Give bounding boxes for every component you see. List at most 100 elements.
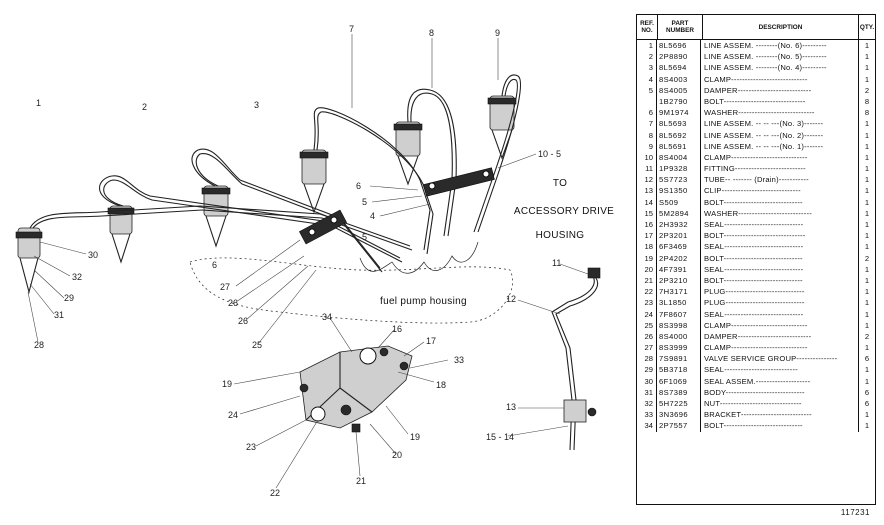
ref-cell: 31	[637, 386, 657, 398]
part-number-cell: 3L1850	[657, 297, 701, 309]
part-number-cell: 2P4202	[657, 252, 701, 264]
part-number-cell: 6F1069	[657, 375, 701, 387]
ref-cell: 14	[637, 196, 657, 208]
part-number-cell: 8S7389	[657, 386, 701, 398]
description-cell: CLIP-----------------------------	[701, 185, 859, 197]
ref-cell: 18	[637, 241, 657, 253]
part-number-cell: 4F7391	[657, 263, 701, 275]
callout-13: 13	[506, 402, 516, 412]
callout-32: 32	[72, 272, 82, 282]
qty-cell: 1	[864, 298, 870, 308]
part-number-cell: 5S7723	[657, 174, 701, 186]
description-cell: LINE ASSEM. --------(No. 4)---------	[701, 62, 859, 74]
leader-lines	[27, 34, 589, 489]
part-number-cell: 2P3210	[657, 274, 701, 287]
ref-cell: 28	[637, 353, 657, 365]
ref-cell: 33	[637, 409, 657, 421]
part-number-cell: 2H3932	[657, 219, 701, 231]
description-cell: DAMPER---------------------------	[701, 330, 859, 343]
ref-cell: 23	[637, 297, 657, 309]
description-cell: TUBE-- ------- (Drain)-----------	[701, 174, 859, 186]
description-cell: LINE ASSEM. --------(No. 6)---------	[701, 40, 859, 52]
qty-cell: 1	[864, 287, 870, 297]
part-number-cell: 2P3201	[657, 230, 701, 242]
ref-cell	[637, 95, 657, 108]
header-qty: QTY.	[859, 23, 875, 31]
part-number-cell: 6F3469	[657, 241, 701, 253]
description-cell: BODY-----------------------------	[701, 386, 859, 398]
part-number-cell: 2P7557	[657, 420, 701, 432]
injector-nozzle-6	[15, 227, 43, 295]
qty-cell: 1	[864, 376, 870, 386]
line-clamp-27	[299, 209, 347, 245]
ref-cell: 19	[637, 252, 657, 264]
description-cell: SEAL-----------------------------	[701, 308, 859, 320]
description-cell: BOLT-----------------------------	[701, 420, 859, 432]
description-cell: SEAL ASSEM.--------------------	[701, 375, 859, 387]
ref-cell: 21	[637, 274, 657, 287]
part-number-cell: 2P8890	[657, 51, 701, 63]
ref-cell: 12	[637, 174, 657, 186]
header-ref-no: REF. NO.	[637, 15, 658, 39]
qty-cell: 1	[864, 152, 870, 162]
line-clamp-10	[423, 167, 495, 197]
callout-8: 8	[429, 28, 434, 38]
figure-number: 117231	[840, 508, 870, 517]
part-number-cell: 8S3998	[657, 319, 701, 331]
qty-cell: 1	[864, 343, 870, 353]
part-number-cell: 8L5692	[657, 129, 701, 141]
part-number-cell: 3N3696	[657, 409, 701, 421]
qty-cell: 1	[864, 421, 870, 431]
qty-cell: 1	[864, 197, 870, 207]
qty-cell: 2	[864, 331, 870, 341]
ref-cell: 1	[637, 40, 657, 52]
callout-19-left: 19	[222, 379, 232, 389]
description-cell: LINE ASSEM. --------(No. 5)---------	[701, 51, 859, 63]
qty-cell: 1	[864, 275, 870, 285]
ref-cell: 16	[637, 219, 657, 231]
part-number-cell: 1P9328	[657, 163, 701, 175]
part-number-cell: 8L5693	[657, 118, 701, 130]
description-cell: NUT------------------------------	[701, 398, 859, 410]
part-number-cell: 9M1974	[657, 107, 701, 119]
injector-nozzle-3	[299, 149, 329, 214]
qty-cell: 1	[864, 130, 870, 140]
callout-12: 12	[506, 294, 516, 304]
description-cell: FITTING--------------------------	[701, 163, 859, 175]
qty-cell: 1	[864, 365, 870, 375]
description-cell: LINE ASSEM. -- -- ---(No. 3)-------	[701, 118, 859, 130]
callout-23: 23	[246, 442, 256, 452]
qty-cell: 8	[864, 108, 870, 118]
qty-cell: 1	[864, 52, 870, 62]
qty-cell: 1	[864, 74, 870, 84]
injector-nozzle-4	[201, 185, 231, 248]
part-number-cell: 7S9891	[657, 353, 701, 365]
ref-cell: 32	[637, 398, 657, 410]
description-cell: CLAMP----------------------------	[701, 319, 859, 331]
part-number-cell: 8L5694	[657, 62, 701, 74]
ref-cell: 29	[637, 364, 657, 376]
ref-cell: 4	[637, 73, 657, 85]
description-cell: SEAL-----------------------------	[701, 219, 859, 231]
description-cell: BOLT-----------------------------	[701, 252, 859, 264]
ref-cell: 17	[637, 230, 657, 242]
qty-cell: 1	[864, 141, 870, 151]
callout-5: 5	[362, 197, 367, 207]
ref-cell: 26	[637, 330, 657, 343]
drain-tube-assembly	[551, 267, 601, 451]
